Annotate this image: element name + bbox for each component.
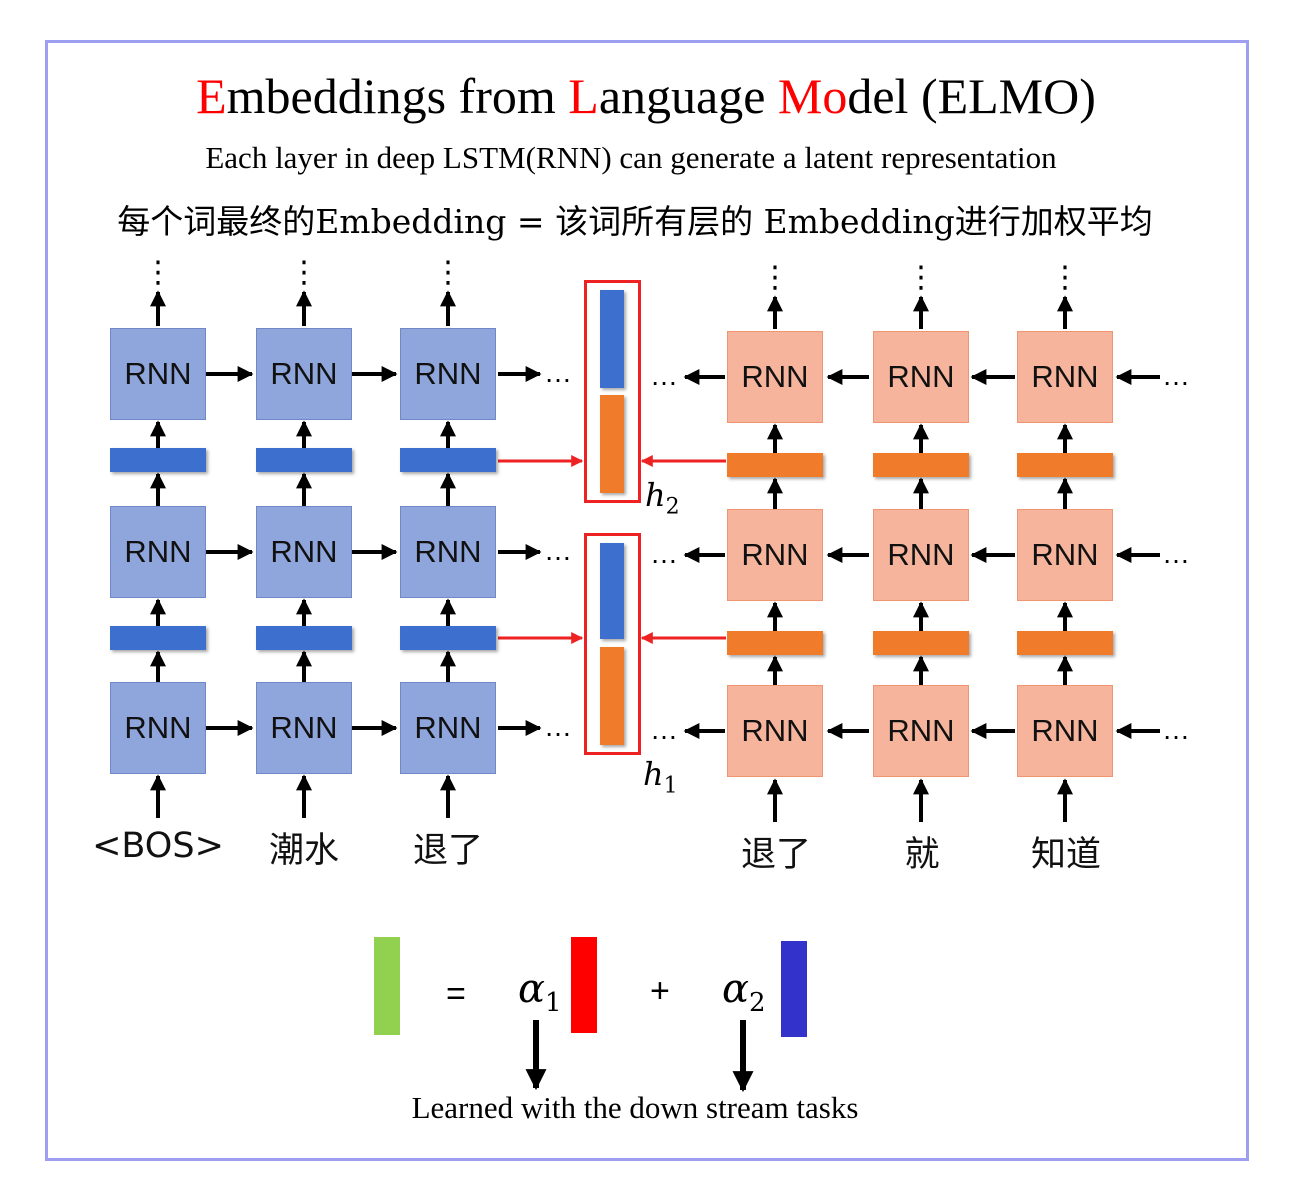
term1-swatch	[571, 937, 597, 1033]
h1-backward-vector	[600, 647, 624, 745]
ellipsis: …	[650, 360, 678, 391]
ellipsis: …	[650, 538, 678, 569]
embedding-vector	[873, 631, 969, 655]
ellipsis: …	[1162, 360, 1190, 391]
h2-label: h2	[645, 476, 680, 520]
embedding-vector	[110, 448, 206, 472]
rnn-cell: RNN	[110, 328, 206, 420]
vertical-ellipsis: ⋮	[433, 256, 463, 289]
ellipsis: …	[544, 711, 572, 742]
input-word: <BOS>	[92, 826, 224, 866]
subtitle: Each layer in deep LSTM(RNN) can generat…	[205, 140, 1057, 175]
caption: Learned with the down stream tasks	[411, 1090, 859, 1125]
rnn-cell: RNN	[400, 506, 496, 598]
rnn-cell: RNN	[110, 506, 206, 598]
term2-swatch	[781, 941, 807, 1037]
embedding-vector	[873, 453, 969, 477]
embedding-vector	[110, 626, 206, 650]
ellipsis: …	[544, 357, 572, 388]
input-word: 就	[904, 835, 940, 875]
vertical-ellipsis: ⋮	[143, 256, 173, 289]
h1-label: h1	[643, 755, 678, 799]
equals-sign: =	[446, 975, 466, 1013]
input-word: 退了	[740, 835, 811, 875]
vertical-ellipsis: ⋮	[760, 261, 790, 294]
input-word: 知道	[1030, 835, 1101, 875]
ellipsis: …	[1162, 538, 1190, 569]
h2-backward-vector	[600, 395, 624, 493]
title-part: L	[568, 68, 599, 124]
rnn-cell: RNN	[110, 682, 206, 774]
rnn-cell: RNN	[727, 685, 823, 777]
rnn-cell: RNN	[1017, 685, 1113, 777]
ellipsis: …	[650, 714, 678, 745]
alpha-1-weight: α1	[518, 966, 562, 1018]
embedding-vector	[256, 448, 352, 472]
title-part: Mo	[777, 68, 848, 124]
embedding-vector	[1017, 453, 1113, 477]
h1-concat-box	[584, 533, 641, 755]
rnn-cell: RNN	[873, 509, 969, 601]
embedding-vector	[727, 453, 823, 477]
h1-forward-vector	[600, 543, 624, 639]
vertical-ellipsis: ⋮	[289, 256, 319, 289]
vertical-ellipsis: ⋮	[1050, 261, 1080, 294]
plus-sign: +	[650, 972, 670, 1010]
rnn-cell: RNN	[1017, 509, 1113, 601]
h2-forward-vector	[600, 290, 624, 388]
rnn-cell: RNN	[400, 328, 496, 420]
title-part: del (ELMO)	[847, 68, 1096, 124]
embedding-vector	[400, 626, 496, 650]
input-word: 退了	[412, 831, 483, 871]
title-part: E	[196, 68, 227, 124]
rnn-cell: RNN	[256, 682, 352, 774]
rnn-cell: RNN	[256, 506, 352, 598]
subtitle-chinese: 每个词最终的Embedding = 该词所有层的 Embedding进行加权平均	[117, 202, 1153, 241]
input-word: 潮水	[268, 831, 339, 871]
embedding-vector	[727, 631, 823, 655]
vertical-ellipsis: ⋮	[906, 261, 936, 294]
title-part: mbeddings from	[226, 68, 569, 124]
rnn-cell: RNN	[873, 685, 969, 777]
rnn-cell: RNN	[873, 331, 969, 423]
embedding-vector	[400, 448, 496, 472]
rnn-cell: RNN	[256, 328, 352, 420]
h2-concat-box	[584, 280, 641, 503]
rnn-cell: RNN	[727, 331, 823, 423]
rnn-cell: RNN	[400, 682, 496, 774]
ellipsis: …	[1162, 714, 1190, 745]
embedding-vector	[1017, 631, 1113, 655]
title-part: anguage	[598, 68, 778, 124]
page-title: Embeddings from Language Model (ELMO)	[0, 66, 1292, 126]
rnn-cell: RNN	[727, 509, 823, 601]
alpha-2-weight: α2	[722, 966, 766, 1018]
embedding-vector	[256, 626, 352, 650]
ellipsis: …	[544, 535, 572, 566]
rnn-cell: RNN	[1017, 331, 1113, 423]
combined-embedding-swatch	[374, 937, 400, 1035]
